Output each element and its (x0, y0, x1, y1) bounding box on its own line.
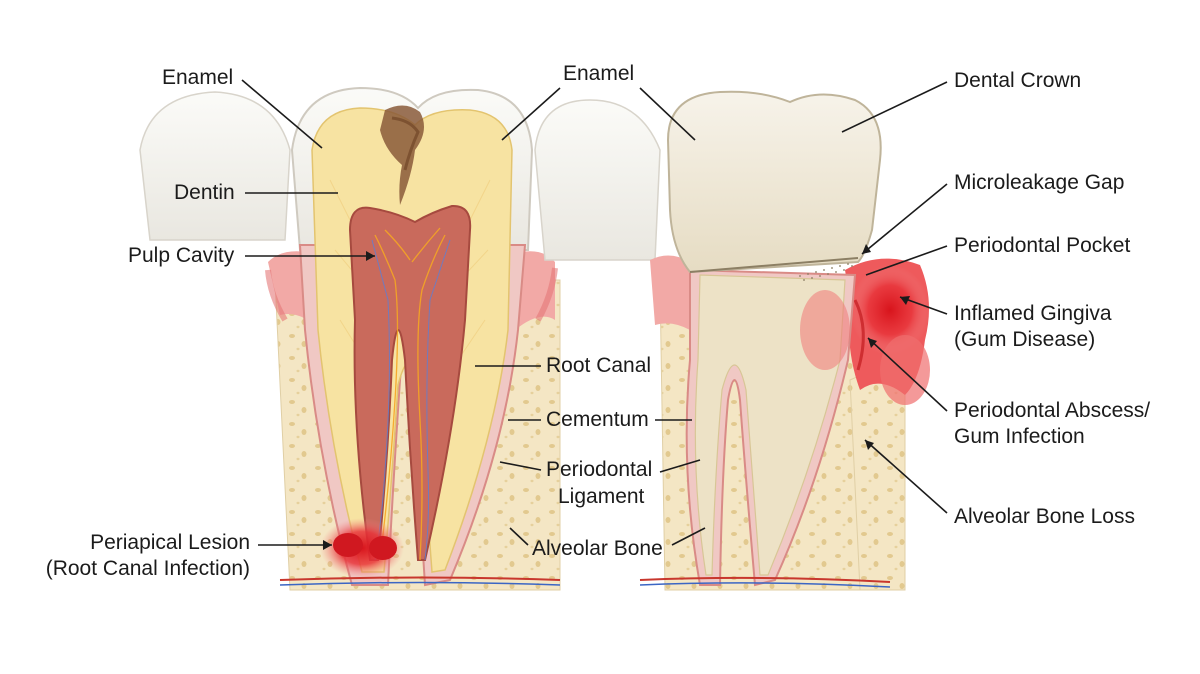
label-inflamed-gingiva: Inflamed Gingiva (954, 302, 1112, 325)
label-alveolar-bone-loss: Alveolar Bone Loss (954, 505, 1135, 528)
left-tooth-decay (380, 105, 424, 205)
label-dental-crown: Dental Crown (954, 69, 1082, 92)
label-periapical-lesion: Periapical Lesion (90, 531, 250, 554)
label-enamel-center: Enamel (563, 62, 635, 85)
right-gum-left (650, 255, 690, 330)
neighbor-tooth-center (534, 99, 661, 261)
label-periodontal-abscess-sub: Gum Infection (954, 425, 1085, 448)
label-microleakage-gap: Microleakage Gap (954, 171, 1125, 194)
label-periodontal-abscess: Periodontal Abscess/ (954, 399, 1151, 422)
neighbor-tooth-left (139, 91, 291, 241)
label-pulp-cavity: Pulp Cavity (128, 244, 235, 267)
dental-crown-shape (666, 90, 882, 274)
label-periodontal-ligament-sub: Ligament (558, 485, 645, 508)
label-cementum: Cementum (546, 408, 649, 431)
label-root-canal: Root Canal (546, 354, 652, 377)
label-enamel-left: Enamel (162, 66, 234, 89)
label-periapical-lesion-sub: (Root Canal Infection) (45, 557, 250, 580)
label-periodontal-ligament: Periodontal (546, 458, 653, 481)
label-inflamed-gingiva-sub: (Gum Disease) (954, 328, 1096, 351)
label-alveolar-bone: Alveolar Bone (532, 537, 663, 560)
label-periodontal-pocket: Periodontal Pocket (954, 234, 1131, 257)
label-dentin: Dentin (174, 181, 235, 204)
